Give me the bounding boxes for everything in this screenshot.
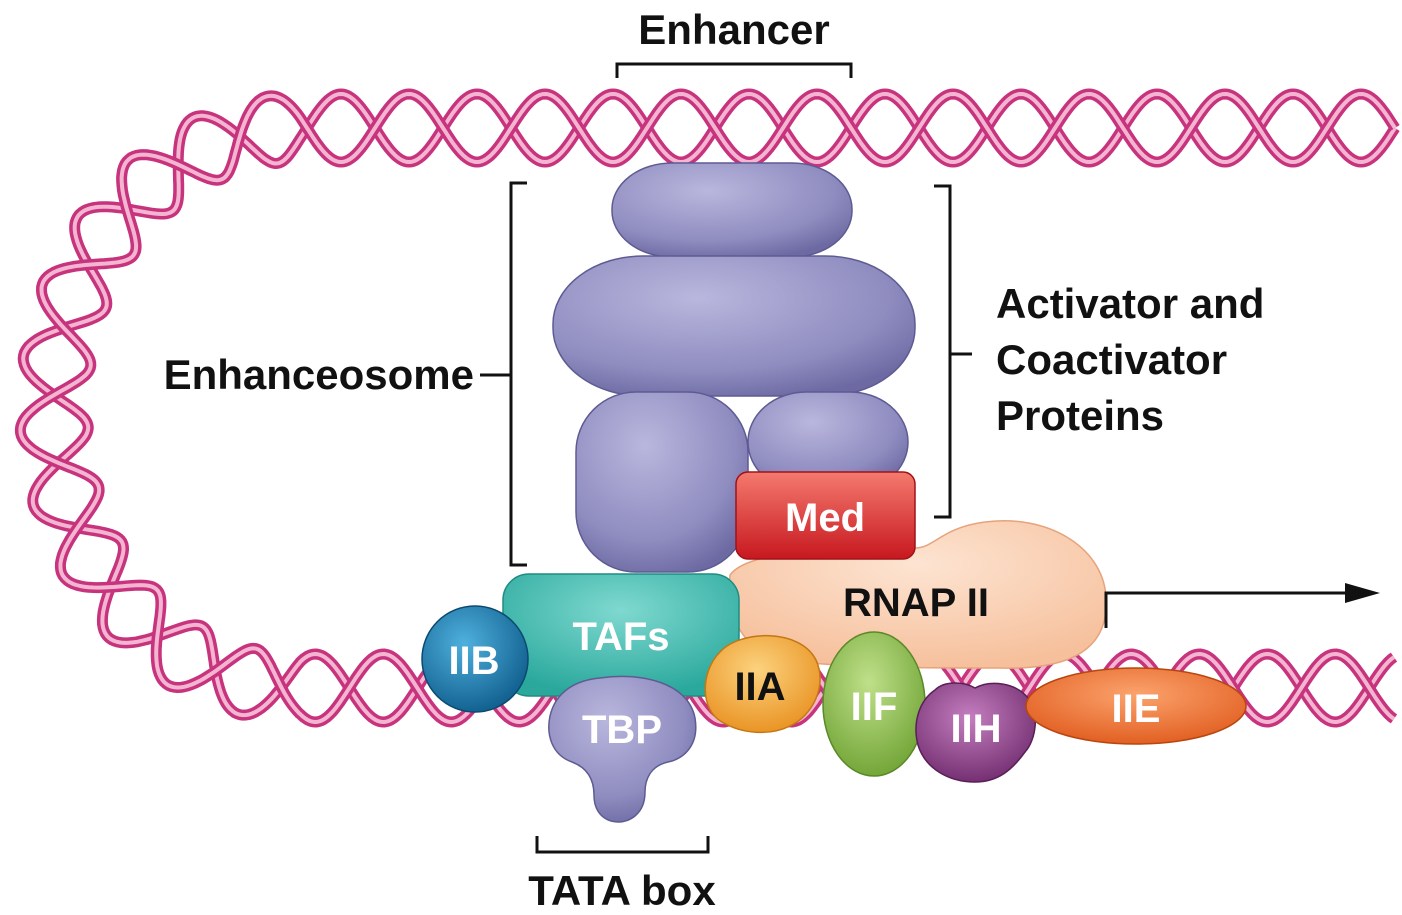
tfiib-label: IIB: [448, 639, 499, 683]
activator-bracket: [934, 184, 972, 519]
activator-protein-bottom-left: [575, 391, 749, 573]
enhanceosome-label: Enhanceosome: [164, 351, 474, 398]
mediator-label: Med: [785, 496, 865, 540]
tfiih-protein: [915, 682, 1036, 783]
tata-box-label: TATA box: [528, 867, 716, 914]
activator-proteins: [552, 162, 916, 573]
tbp-label: TBP: [582, 708, 662, 752]
tata-box-bracket: [535, 836, 710, 854]
tfiia-protein: [704, 635, 821, 734]
mediator-complex: [735, 471, 916, 560]
enhanceosome-bracket: [480, 181, 527, 567]
tfiib-protein: [421, 605, 529, 713]
tfiia-label: IIA: [734, 665, 785, 709]
activator-protein-middle: [552, 255, 916, 397]
tfiie-protein: [1025, 667, 1247, 745]
tfiif-label: IIF: [851, 685, 898, 729]
tafs-label: TAFs: [572, 615, 669, 659]
activator-label-line1: Activator and: [996, 280, 1264, 327]
rnap-ii-label: RNAP II: [843, 581, 989, 625]
activator-label-line2: Coactivator: [996, 336, 1227, 383]
transcription-start-arrow: [1104, 583, 1380, 628]
tbp-protein: [548, 675, 697, 823]
activator-label-line3: Proteins: [996, 392, 1164, 439]
enhancer-label: Enhancer: [638, 6, 829, 53]
tfiie-label: IIE: [1112, 687, 1161, 731]
tfiih-label: IIH: [950, 707, 1001, 751]
enhancer-bracket: [615, 62, 853, 78]
activator-protein-top: [611, 162, 853, 258]
